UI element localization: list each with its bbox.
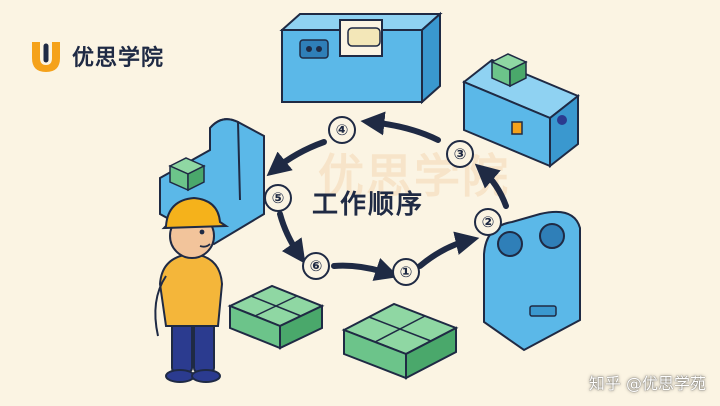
part-tray-right: [341, 302, 459, 380]
brand-logo: 优思学院: [26, 36, 164, 76]
flow-arrows: [266, 111, 509, 281]
ushape-logo-icon: [32, 42, 60, 72]
arrow-3-to-4: [360, 111, 441, 143]
svg-text:③: ③: [454, 145, 467, 163]
arrow-1-to-2: [417, 231, 480, 269]
helmet-icon: [161, 196, 230, 230]
arrow-2-to-3: [474, 163, 509, 209]
svg-text:④: ④: [336, 121, 349, 139]
svg-text:②: ②: [482, 213, 495, 231]
step-5: ⑤: [264, 184, 292, 212]
svg-text:⑥: ⑥: [310, 257, 323, 275]
step-3: ③: [446, 140, 474, 168]
arrow-5-to-6: [277, 211, 306, 264]
arrow-4-to-5: [266, 139, 327, 177]
step-badges: ① ② ③ ④ ⑤ ⑥: [264, 116, 502, 286]
step-4: ④: [328, 116, 356, 144]
svg-text:⑤: ⑤: [272, 189, 285, 207]
step-2: ②: [474, 208, 502, 236]
step-1: ①: [392, 258, 420, 286]
worker-figure: [154, 196, 230, 383]
machine-right-lower: [483, 210, 581, 352]
arrow-6-to-1: [331, 258, 400, 281]
brand-name: 优思学院: [72, 46, 165, 71]
part-tray-left: [227, 284, 325, 350]
svg-text:①: ①: [400, 263, 413, 281]
footer-credit: 知乎 @优思学苑: [588, 374, 706, 393]
machine-right-upper: [462, 53, 580, 169]
machine-top: [279, 11, 443, 105]
diagram-title: 工作顺序: [312, 190, 425, 220]
step-6: ⑥: [302, 252, 330, 280]
